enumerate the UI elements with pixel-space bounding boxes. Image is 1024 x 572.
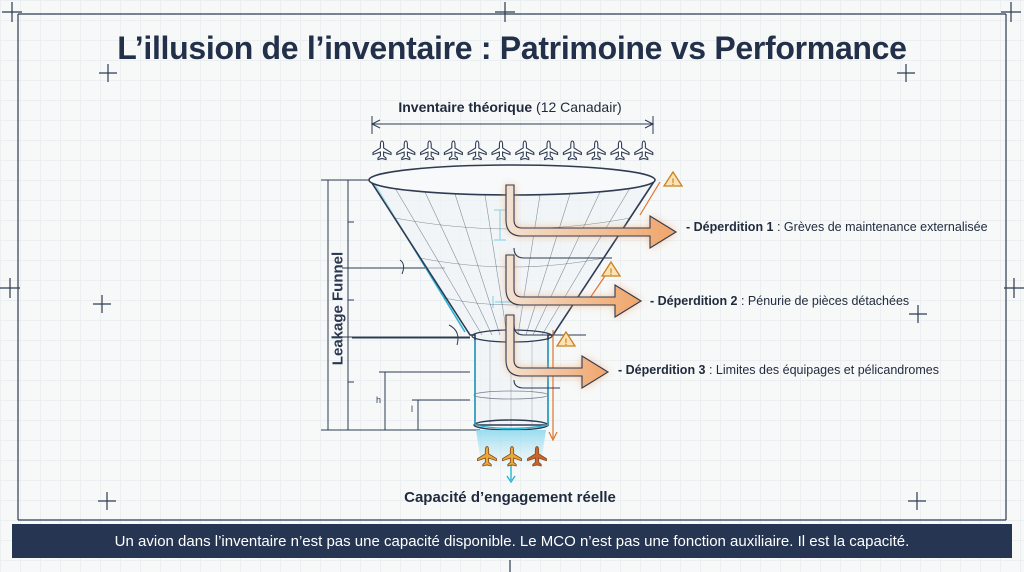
plane-icon	[420, 140, 440, 161]
svg-text:!: !	[565, 337, 568, 347]
plane-icon	[586, 140, 606, 161]
warning-icon	[555, 170, 684, 347]
dim-l: l	[411, 404, 413, 414]
plane-icon	[467, 140, 487, 161]
inventory-label: Inventaire théorique (12 Canadair)	[398, 99, 622, 115]
funnel-axis-label: Leakage Funnel	[329, 251, 347, 366]
plane-icon	[491, 140, 511, 161]
plane-icon	[372, 140, 392, 161]
loss-label-3: - Déperdition 3 : Limites des équipages …	[618, 363, 939, 377]
leak-arrow-1	[505, 184, 678, 249]
plane-icon	[562, 140, 582, 161]
inventory-planes	[372, 140, 654, 161]
output-planes	[477, 446, 547, 467]
right-orange-lines	[548, 181, 661, 442]
frame-lines	[17, 13, 1007, 521]
plane-icon	[610, 140, 630, 161]
leak-arrow-3	[505, 314, 610, 389]
plane-icon	[539, 140, 559, 161]
plane-icon	[634, 140, 654, 161]
svg-text:!: !	[610, 267, 613, 277]
page-title: L’illusion de l’inventaire : Patrimoine …	[117, 30, 907, 66]
loss-label-2: - Déperdition 2 : Pénurie de pièces déta…	[650, 294, 910, 308]
dim-h: h	[376, 395, 381, 405]
plane-icon	[443, 140, 463, 161]
conclusion-banner: Un avion dans l’inventaire n’est pas une…	[12, 524, 1012, 558]
funnel-cyan-edges	[474, 340, 549, 430]
plane-icon	[396, 140, 416, 161]
leak-arrow-2	[505, 254, 643, 318]
inventory-dimension	[370, 116, 655, 134]
svg-text:!: !	[672, 177, 675, 187]
leak-branches	[513, 247, 612, 389]
plane-icon	[515, 140, 535, 161]
capacity-label: Capacité d’engagement réelle	[404, 489, 616, 506]
loss-label-1: - Déperdition 1 : Grèves de maintenance …	[686, 220, 988, 234]
